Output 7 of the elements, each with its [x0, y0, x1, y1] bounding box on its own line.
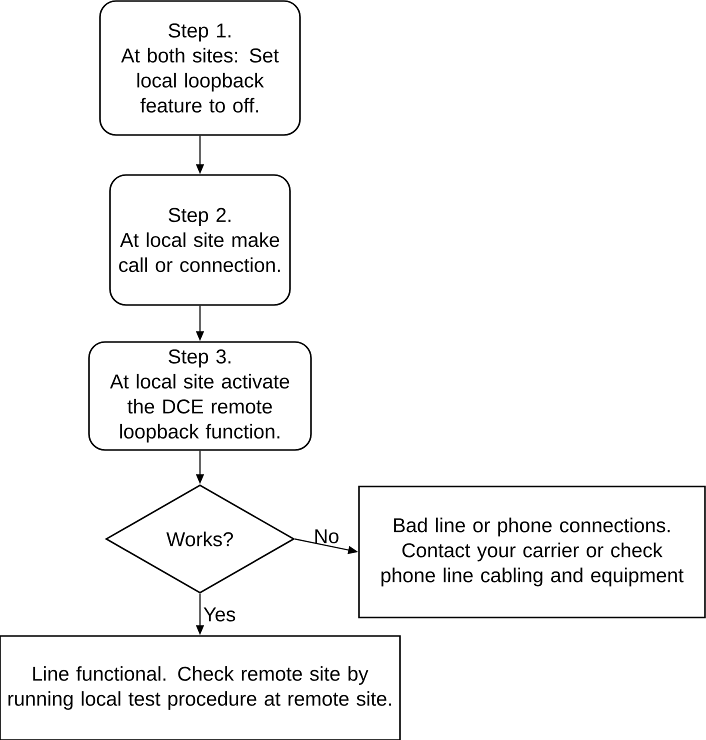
edge-label: No [315, 529, 338, 544]
process-box: Step 1. At both sites: Set local loopback feature to off. [99, 0, 301, 136]
process-box: Bad line or phone connections. Contact your carrier or check phone line cabling and equipment [358, 486, 706, 618]
edge-label: Yes [204, 608, 236, 622]
process-box: Step 3. At local site activate the DCE remote loopback function. [88, 341, 312, 451]
process-box: Line functional. Check remote site by running local test procedure at remote site. [0, 635, 401, 740]
process-box: Step 2. At local site make call or connection. [109, 174, 291, 306]
